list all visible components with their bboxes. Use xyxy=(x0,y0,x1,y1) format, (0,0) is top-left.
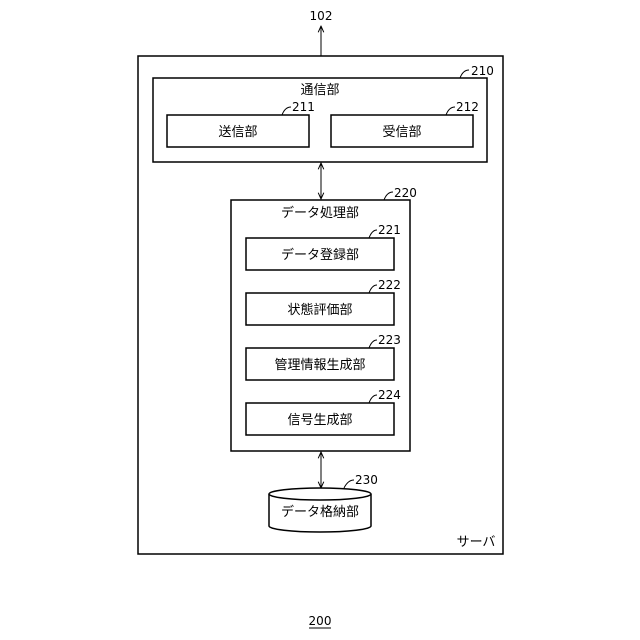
data-storage-ref: 230 xyxy=(355,473,378,487)
server-label: サーバ xyxy=(457,535,496,550)
external-link-ref: 102 xyxy=(310,9,333,23)
signal-generation-unit-ref: 224 xyxy=(378,388,401,402)
communication-unit-label: 通信部 xyxy=(300,83,339,98)
data-registration-unit-ref: 221 xyxy=(378,223,401,237)
signal-generation-unit-label: 信号生成部 xyxy=(287,413,352,428)
state-evaluation-unit-ref: 222 xyxy=(378,278,401,292)
data-storage-label: データ格納部 xyxy=(281,504,359,520)
figure-number: 200 xyxy=(309,614,332,628)
receiver-unit-ref: 212 xyxy=(456,100,479,114)
management-info-generation-unit-ref: 223 xyxy=(378,333,401,347)
sender-unit-ref: 211 xyxy=(292,100,315,114)
data-processing-unit-label: データ処理部 xyxy=(281,205,359,221)
data-registration-unit-label: データ登録部 xyxy=(281,247,359,263)
communication-unit-ref: 210 xyxy=(471,64,494,78)
state-evaluation-unit-label: 状態評価部 xyxy=(287,302,352,318)
management-info-generation-unit-label: 管理情報生成部 xyxy=(274,358,365,373)
sender-unit-label: 送信部 xyxy=(218,125,257,140)
receiver-unit-label: 受信部 xyxy=(382,125,421,140)
data-processing-unit-ref: 220 xyxy=(394,186,417,200)
